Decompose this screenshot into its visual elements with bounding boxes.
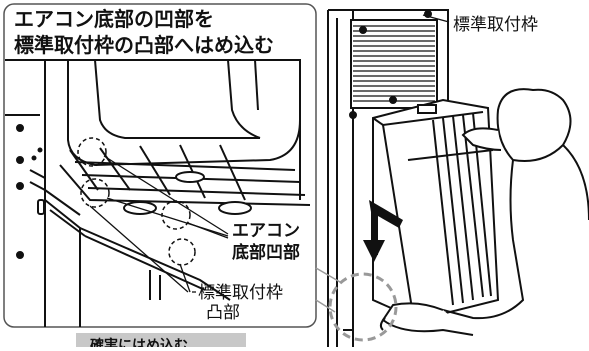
leader-lines — [89, 155, 229, 293]
standard-frame-label: 標準取付枠 — [453, 15, 538, 35]
closeup-panel: エアコン底部の凹部を 標準取付枠の凸部へはめ込む エアコン 底部凹部 標準取付枠… — [3, 3, 317, 351]
closeup-title-line-1: エアコン底部の凹部を — [14, 7, 214, 31]
callout-protrusion-line-2: 凸部 — [206, 303, 240, 323]
down-arrow-icon — [363, 200, 403, 262]
callout-protrusion-line-1: 標準取付枠 — [198, 283, 283, 303]
panel-connector-line — [315, 267, 341, 283]
window-frame-drawing — [327, 9, 589, 347]
closeup-title-line-2: 標準取付枠の凸部へはめ込む — [14, 33, 274, 57]
marker-circle-4 — [168, 238, 196, 266]
callout-recess-line-2: 底部凹部 — [232, 242, 300, 263]
marker-circles — [77, 137, 196, 266]
highlight-circle — [328, 272, 398, 342]
marker-circle-1 — [77, 137, 107, 167]
marker-circle-2 — [80, 178, 110, 208]
install-illustration: 標準取付枠 — [327, 9, 589, 347]
frame-drawing — [5, 59, 311, 327]
frame-label-leader — [422, 14, 450, 23]
closeup-illustration: エアコン底部の凹部を 標準取付枠の凸部へはめ込む エアコン 底部凹部 標準取付枠… — [3, 3, 317, 351]
install-panel: 標準取付枠 — [323, 0, 589, 347]
callout-recess-line-1: エアコン — [232, 221, 300, 241]
panel-connector-line-2 — [315, 299, 336, 313]
